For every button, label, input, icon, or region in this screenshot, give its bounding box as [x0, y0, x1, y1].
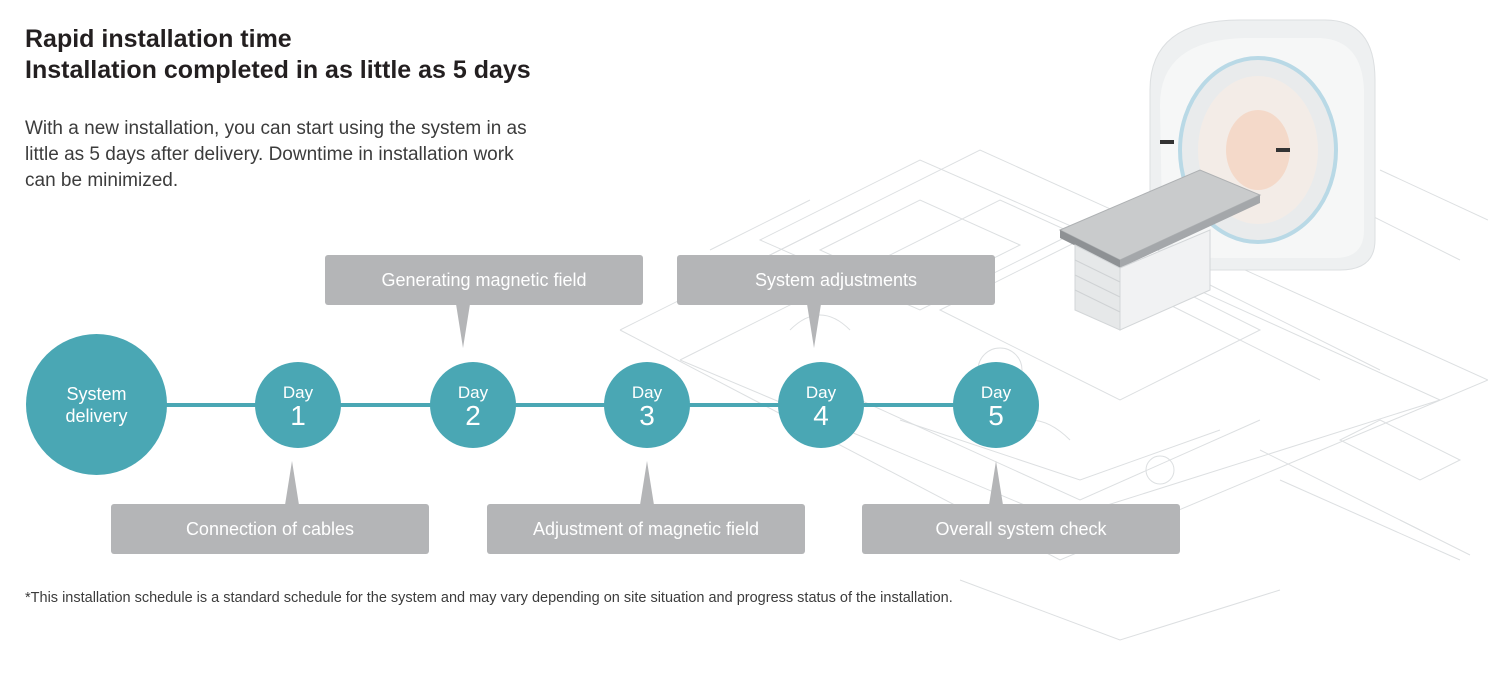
- callout-pointer-day-3: [640, 461, 654, 505]
- page-title: Rapid installation time Installation com…: [25, 24, 531, 86]
- node-day-4: Day 4: [778, 362, 864, 448]
- node-start-line-1: System: [66, 383, 127, 404]
- intro-line-1: With a new installation, you can start u…: [25, 118, 527, 139]
- mri-table: [1058, 169, 1262, 331]
- callout-pointer-day-5: [989, 461, 1003, 505]
- day-1-label: Day: [282, 383, 314, 402]
- callout-pointer-day-2: [456, 304, 470, 348]
- title-line-2: Installation completed in as little as 5…: [25, 56, 531, 84]
- intro-line-2: little as 5 days after delivery. Downtim…: [25, 144, 514, 165]
- day-3-number: 3: [639, 400, 655, 431]
- node-day-5: Day 5: [953, 362, 1039, 448]
- callout-generating-magnetic-field: Generating magnetic field: [325, 255, 643, 305]
- node-day-3: Day 3: [604, 362, 690, 448]
- day-4-number: 4: [813, 400, 829, 431]
- day-5-label: Day: [980, 383, 1012, 402]
- blueprint-background: [619, 149, 1488, 641]
- callout-pointer-day-1: [285, 461, 299, 505]
- day-3-label: Day: [631, 383, 663, 402]
- callout-pointer-day-4: [807, 304, 821, 348]
- node-start-line-2: delivery: [65, 405, 128, 426]
- callout-system-adjustments: System adjustments: [677, 255, 995, 305]
- title-line-1: Rapid installation time: [25, 25, 292, 53]
- timeline-connector: [95, 403, 1000, 407]
- callout-overall-system-check: Overall system check: [862, 504, 1180, 554]
- day-2-label: Day: [457, 383, 489, 402]
- day-5-number: 5: [988, 400, 1004, 431]
- footnote: *This installation schedule is a standar…: [25, 590, 953, 606]
- day-1-number: 1: [290, 400, 306, 431]
- intro-text: With a new installation, you can start u…: [25, 116, 665, 194]
- node-system-delivery: System delivery: [26, 334, 167, 475]
- callout-connection-of-cables: Connection of cables: [111, 504, 429, 554]
- callout-adjustment-of-magnetic-field: Adjustment of magnetic field: [487, 504, 805, 554]
- day-2-number: 2: [465, 400, 481, 431]
- intro-line-3: can be minimized.: [25, 170, 179, 191]
- node-day-1: Day 1: [255, 362, 341, 448]
- mri-scanner-illustration: [619, 19, 1488, 641]
- node-day-2: Day 2: [430, 362, 516, 448]
- day-4-label: Day: [805, 383, 837, 402]
